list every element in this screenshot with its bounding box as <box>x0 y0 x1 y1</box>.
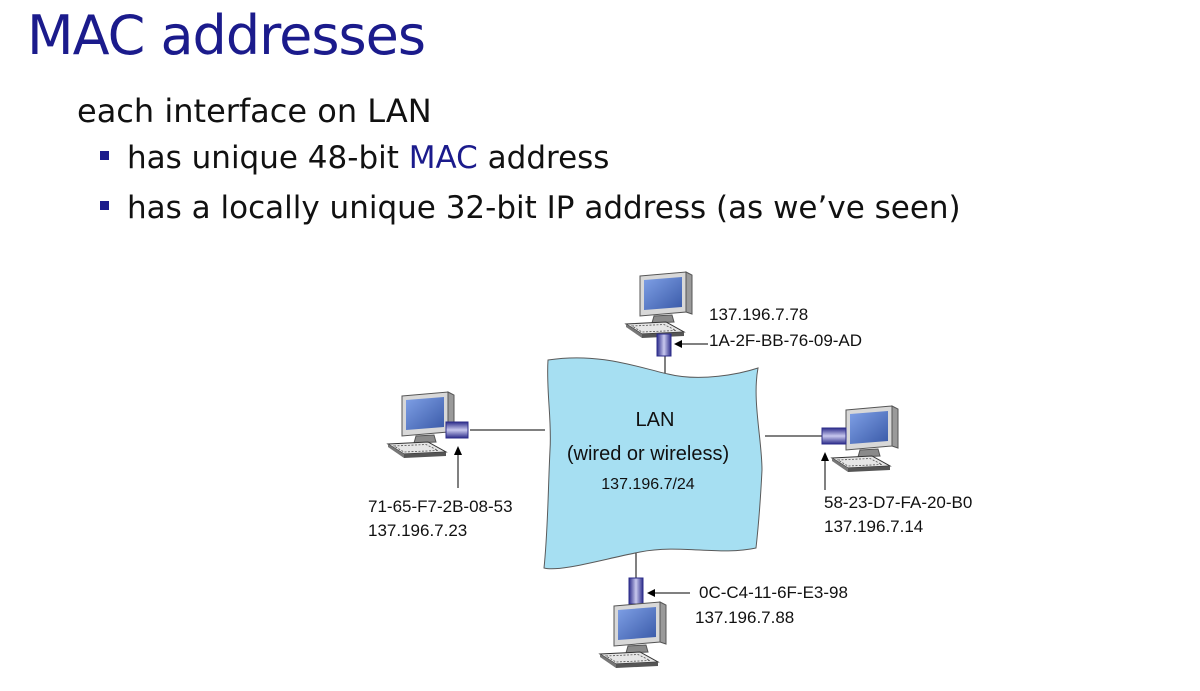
host-right-mac: 58-23-D7-FA-20-B0 <box>824 493 972 512</box>
host-left <box>387 391 469 459</box>
lan-subtitle: (wired or wireless) <box>567 443 729 465</box>
host-right <box>821 405 899 473</box>
lan-title: LAN <box>636 409 675 431</box>
lan-cloud <box>543 357 763 570</box>
host-top-mac: 1A-2F-BB-76-09-AD <box>709 331 862 350</box>
bullet-mac-highlight: MAC <box>408 140 478 176</box>
adapter-icon <box>821 427 847 445</box>
arrow-icon <box>821 452 829 461</box>
bullet-marker <box>100 151 109 160</box>
bullet-mac: has unique 48-bit MAC address <box>100 140 609 176</box>
computer-icon <box>599 601 667 669</box>
bullet-ip-text: has a locally unique 32-bit IP address (… <box>127 190 961 226</box>
slide-title: MAC addresses <box>27 4 426 67</box>
intro-text: each interface on LAN <box>77 92 432 130</box>
computer-icon <box>387 391 455 459</box>
host-bottom-ip: 137.196.7.88 <box>695 608 794 627</box>
host-left-ip: 137.196.7.23 <box>368 521 467 540</box>
host-right-ip: 137.196.7.14 <box>824 517 923 536</box>
bullet-mac-after: address <box>477 140 610 176</box>
host-bottom-mac: 0C-C4-11-6F-E3-98 <box>699 583 848 602</box>
computer-icon <box>625 271 693 339</box>
host-top <box>625 271 693 357</box>
bullet-mac-before: has unique 48-bit <box>127 140 409 176</box>
lan-subnet: 137.196.7/24 <box>601 476 695 493</box>
host-bottom <box>599 577 667 669</box>
arrow-icon <box>454 446 462 455</box>
bullet-ip: has a locally unique 32-bit IP address (… <box>100 190 961 226</box>
host-left-mac: 71-65-F7-2B-08-53 <box>368 497 513 516</box>
host-top-ip: 137.196.7.78 <box>709 305 808 324</box>
adapter-icon <box>445 421 469 439</box>
arrow-icon <box>647 589 655 597</box>
bullet-marker <box>100 201 109 210</box>
adapter-icon <box>656 333 672 357</box>
arrow-icon <box>674 340 682 348</box>
adapter-icon <box>628 577 644 605</box>
